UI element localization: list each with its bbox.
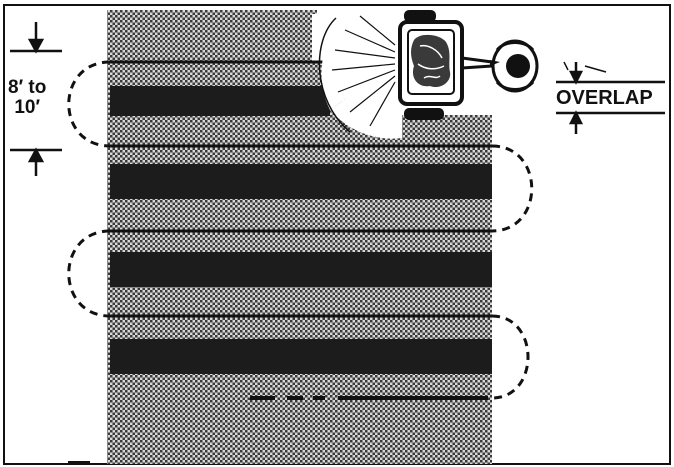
- travel-path: [67, 60, 534, 400]
- applied-stripes: [110, 86, 492, 374]
- applied-stripe-4: [110, 339, 492, 374]
- overlap-dimension: [556, 61, 665, 134]
- spray-fan-icon: [318, 14, 402, 139]
- row-spacing-label: 8′ to 10′: [8, 77, 47, 118]
- lane-lines: [110, 60, 492, 318]
- applied-stripe-3: [110, 252, 492, 287]
- spreader-icon: [398, 10, 493, 120]
- overlap-label: OVERLAP: [556, 87, 653, 109]
- applied-stripe-2: [110, 164, 492, 199]
- spacing-dimension: [10, 22, 62, 176]
- operator-icon: [490, 39, 539, 93]
- applied-stripe-1: [110, 86, 330, 116]
